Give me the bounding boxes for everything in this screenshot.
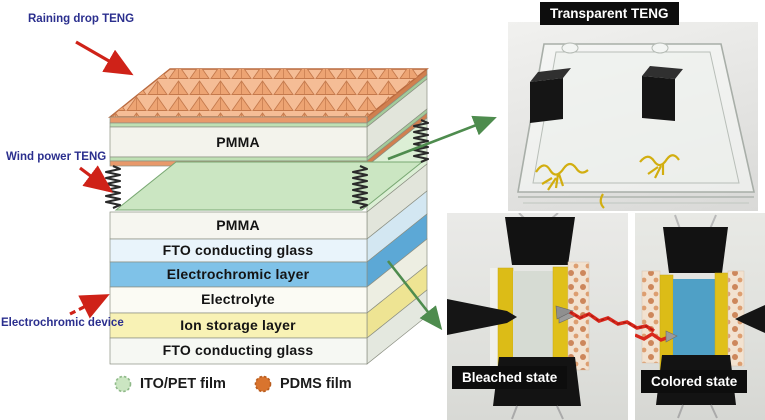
layer-label-ion-storage: Ion storage layer [180,317,296,333]
electrochromic-face [109,261,368,288]
layer-label-electrochromic: Electrochromic layer [166,266,310,282]
clip-handle-icon [511,405,564,420]
raining-arrow-icon [75,40,134,76]
raining-drop-teng-label: Raining drop TENG [28,13,135,25]
electrochromic-panel-colored [673,279,715,369]
ito-pet-swatch-icon [114,375,132,393]
legend: ITO/PET film PDMS film [114,375,352,393]
arrow-to-transparent-teng-icon [387,115,497,161]
binder-clip-right [642,66,683,121]
yellow-wires [535,154,680,209]
bleached-device-graphic [447,213,590,420]
pdms-swatch-icon [254,375,272,393]
legend-item-ito-pet: ITO/PET film [114,375,226,393]
photo-transparent-teng [508,22,758,211]
layer-label-fto-lower: FTO conducting glass [162,342,314,358]
binder-clip-top [663,227,728,273]
pmma-lower-face [109,211,368,240]
photo-colored-state: Colored state [635,213,765,420]
red-arrow-icons [69,40,134,319]
wind-arrow-icon [79,165,114,193]
legend-label-pdms: PDMS film [279,376,352,392]
electrochromic-panel-bleached [513,271,553,364]
legend-label-ito-pet: ITO/PET film [140,376,226,392]
binder-clip-top [505,217,575,265]
photo-bleached-state: Bleached state [447,213,628,420]
copper-tape-left [641,270,661,364]
spacer [651,42,669,54]
pdms-band-top [109,116,368,124]
arrow-to-states-icon [386,260,443,331]
fto-lower-face [109,337,368,365]
probe-tip-icon [447,299,517,335]
pmma-upper-face [109,126,368,158]
red-wire [635,331,670,342]
colored-state-caption: Colored state [641,370,748,393]
layer-label-electrolyte: Electrolyte [201,291,275,307]
transparent-teng-graphic [517,42,755,209]
electrochromic-device-label: Electrochromic device [1,317,124,329]
stack-side-faces [366,68,428,365]
alligator-clip-icon [665,330,678,343]
ion-storage-face [109,312,368,339]
layer-label-pmma-lower: PMMA [216,217,260,233]
layer-label-fto-upper: FTO conducting glass [162,242,314,258]
spacer [561,42,579,54]
pdms-pyramid-top-face [108,68,429,118]
transparent-teng-caption: Transparent TENG [540,2,679,25]
ito-band-mid [109,156,368,162]
ito-band-top [109,122,368,128]
colored-device-graphic [635,214,765,419]
wind-power-teng-label: Wind power TENG [6,151,107,163]
clip-handle-icon [677,404,718,419]
green-arrow-icons [386,115,497,331]
binder-clip-left [530,68,571,123]
legend-item-pdms: PDMS film [254,375,352,393]
electrolyte-face [109,286,368,314]
layer-label-pmma-upper: PMMA [216,134,260,150]
electrochromic-arrow-icon [69,294,110,319]
clip-handle-icon [674,214,717,230]
probe-tip-icon [735,305,765,333]
bleached-state-caption: Bleached state [452,366,568,389]
